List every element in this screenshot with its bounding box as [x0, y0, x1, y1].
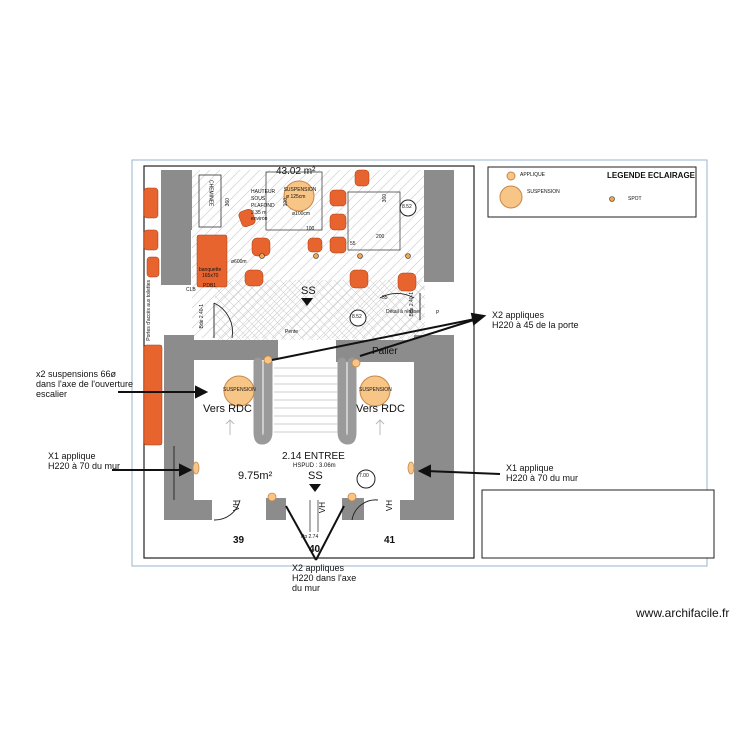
bay-label: VH — [385, 500, 394, 512]
annotation-appliques-porte-2: H220 à 45 de la porte — [492, 320, 579, 330]
cheminee-label: CHEMINEE — [207, 180, 214, 207]
bay-label: VH — [232, 500, 241, 512]
door-note: Pp 2.74 — [301, 534, 319, 540]
pente-note: Pente — [285, 329, 299, 335]
dim-label: 100 — [283, 198, 289, 207]
applique-icons — [192, 355, 415, 502]
banquette-label-1: banquette — [199, 267, 222, 273]
level-badge — [356, 469, 376, 489]
banquette-label-2: 165x70 — [202, 273, 219, 279]
level-badge — [349, 309, 367, 327]
legend-box — [487, 166, 697, 218]
dim-label: 360 — [382, 194, 388, 203]
suspension-right-label: SUSPENSION — [359, 387, 392, 393]
legend-spot-label: SPOT — [628, 196, 642, 202]
level-badge-value: 8.52 — [352, 314, 362, 320]
annotation-appliques-bottom-2: H220 dans l'axe — [292, 573, 357, 583]
table-size: ø100cm — [292, 211, 311, 217]
tag-small: Bde 2.40-1 — [199, 304, 205, 329]
cheminee-block — [198, 174, 222, 228]
ceiling-height-5: environ — [251, 216, 268, 222]
vers-rdc-right: Vers RDC — [356, 403, 405, 415]
table — [347, 191, 401, 251]
dim-label: 360 — [225, 198, 231, 207]
table — [265, 171, 323, 231]
annotation-applique-right-1: X1 applique — [506, 463, 554, 473]
level-badge-value: 8.52 — [402, 204, 412, 210]
annotation-applique-left-2: H220 à 70 du mur — [48, 461, 121, 471]
dim-label: 200 — [376, 234, 385, 240]
landing-hatch — [215, 280, 425, 340]
door-number: 41 — [384, 535, 396, 546]
ceiling-height-3: PLAFOND — [251, 203, 275, 209]
stair-arrow-right — [375, 419, 385, 435]
door-number: 40 — [309, 544, 321, 555]
tag-clb: CLB — [186, 287, 196, 293]
dim-label: 55 — [382, 295, 388, 301]
title-block — [481, 489, 715, 559]
entrance-badge-value: 7.00 — [359, 473, 369, 479]
furniture — [143, 169, 417, 446]
level-badge — [399, 199, 417, 217]
annotation-applique-left-1: X1 applique — [48, 451, 96, 461]
upper-room-area: 43.02 m² — [276, 166, 316, 177]
upper-suspension-icon — [283, 180, 315, 212]
watermark: www.archifacile.fr — [636, 606, 730, 620]
spot-icons — [259, 253, 411, 259]
tag-p: P — [436, 310, 440, 316]
annotation-appliques-bottom-1: X2 appliques — [292, 563, 345, 573]
left-sidebar-note: Portes d'accès aux toilettes — [146, 280, 152, 341]
entrance-name: 2.14 ENTREE — [282, 451, 345, 462]
drawing-frame — [131, 159, 708, 567]
entrance-stairs-marker: SS — [308, 470, 323, 482]
center-note: Détail à réaliser — [386, 309, 421, 315]
stair-railing-right — [337, 357, 357, 445]
annotation-arrows — [112, 312, 501, 561]
stair-railing-left — [253, 357, 273, 445]
stair-treads — [274, 367, 338, 433]
suspension-left-label: SUSPENSION — [223, 387, 256, 393]
dim-label: 55 — [350, 241, 356, 247]
bay-label: VH — [318, 502, 327, 514]
legend-suspension-label: SUSPENSION — [527, 189, 560, 195]
upper-stairs-marker: SS — [301, 285, 316, 297]
table2-size: ø600m — [231, 259, 247, 265]
threshold-lines — [309, 500, 319, 532]
vers-rdc-left: Vers RDC — [203, 403, 252, 415]
annotation-applique-right-2: H220 à 70 du mur — [506, 473, 579, 483]
upper-suspension-label: SUSPENSION — [283, 187, 317, 193]
ceiling-height-4: 3.35 m — [251, 210, 267, 216]
suspension-right-icon — [359, 375, 391, 407]
annotation-suspensions-3: escalier — [36, 389, 68, 399]
annotation-suspensions-2: dans l'axe de l'ouverture — [36, 379, 133, 389]
suspension-left-icon — [223, 375, 255, 407]
door-swings — [173, 292, 421, 521]
legend-title: LEGENDE ECLAIRAGE — [607, 171, 696, 180]
entrance-hsp: HSPUD : 3.06m — [293, 463, 336, 469]
legend-applique-icon — [506, 171, 516, 181]
entrance-area: 9.75m² — [238, 470, 273, 482]
palier-label: Palier — [372, 346, 398, 357]
legend-applique-label: APPLIQUE — [520, 172, 546, 178]
dim-label: 100 — [306, 226, 315, 232]
ceiling-height-1: HAUTEUR — [251, 189, 276, 195]
door-number: 39 — [233, 535, 245, 546]
stair-arrow-left — [225, 419, 235, 435]
annotation-appliques-bottom-3: du mur — [292, 583, 321, 593]
legend-suspension-icon — [499, 185, 523, 209]
stairs-down-marker — [301, 298, 313, 306]
annotation-suspensions-1: x2 suspensions 66ø — [36, 369, 117, 379]
upper-suspension-size: ø 125cm — [286, 194, 306, 200]
ceiling-height-2: SOUS — [251, 196, 266, 202]
tag-pdb1: PDB1 — [203, 283, 217, 289]
stairs-down-marker — [309, 484, 321, 492]
annotation-appliques-porte-1: X2 appliques — [492, 310, 545, 320]
legend-spot-icon — [609, 196, 615, 202]
